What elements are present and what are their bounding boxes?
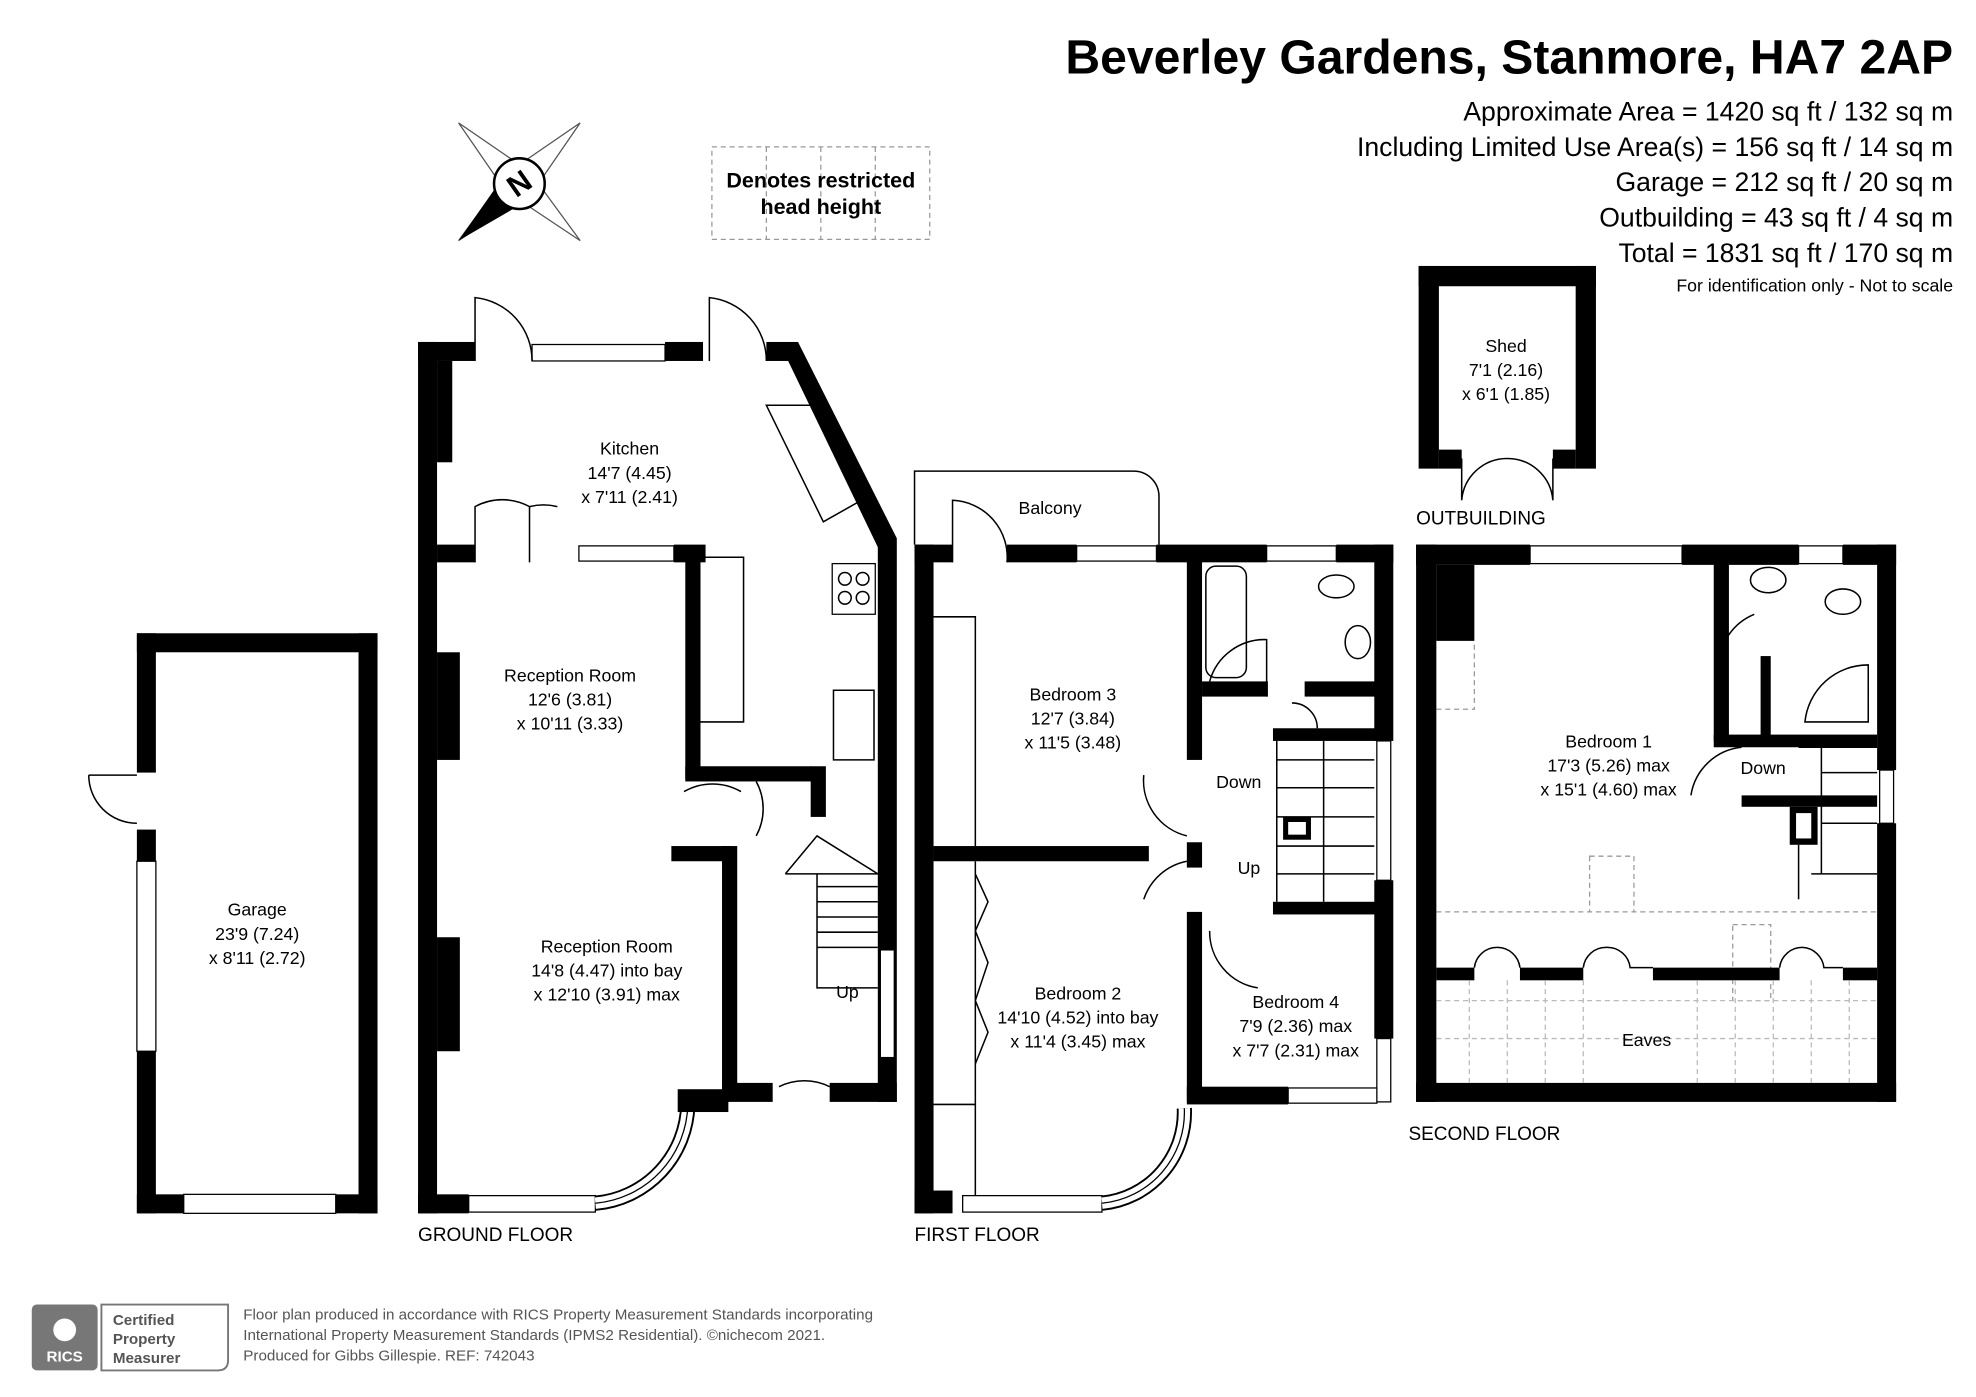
svg-text:x 15'1 (4.60) max: x 15'1 (4.60) max xyxy=(1540,779,1676,799)
second-floor-label: SECOND FLOOR xyxy=(1408,1124,1560,1145)
first-floor-label: FIRST FLOOR xyxy=(915,1225,1040,1246)
svg-text:Shed: Shed xyxy=(1485,336,1526,356)
svg-text:x 11'5 (3.48): x 11'5 (3.48) xyxy=(1025,733,1122,753)
svg-text:23'9 (7.24): 23'9 (7.24) xyxy=(215,924,299,944)
outbuilding-label: OUTBUILDING xyxy=(1416,508,1546,529)
footer-text: Floor plan produced in accordance with R… xyxy=(243,1307,873,1365)
svg-text:x 6'1 (1.85): x 6'1 (1.85) xyxy=(1462,384,1550,404)
svg-text:14'10 (4.52) into bay: 14'10 (4.52) into bay xyxy=(997,1007,1158,1027)
svg-text:x 12'10 (3.91) max: x 12'10 (3.91) max xyxy=(534,985,680,1005)
svg-text:14'8 (4.47) into bay: 14'8 (4.47) into bay xyxy=(531,961,682,981)
outbuilding-plan: Shed 7'1 (2.16) x 6'1 (1.85) OUTBUILDING xyxy=(1416,265,1596,529)
svg-text:Garage: Garage xyxy=(228,900,287,920)
svg-text:Measurer: Measurer xyxy=(113,1350,181,1367)
area-line: Outbuilding = 43 sq ft / 4 sq m xyxy=(1599,203,1953,233)
svg-text:Kitchen: Kitchen xyxy=(600,439,659,459)
garage-plan: Garage 23'9 (7.24) x 8'11 (2.72) xyxy=(87,633,378,1214)
svg-text:x 10'11 (3.33): x 10'11 (3.33) xyxy=(517,714,623,734)
first-floor-plan: Balcony Bedroom 3 12'7 (3.84) x 11'5 (3.… xyxy=(913,470,1394,1246)
svg-text:x 8'11 (2.72): x 8'11 (2.72) xyxy=(209,948,306,968)
svg-text:Bedroom 4: Bedroom 4 xyxy=(1252,992,1339,1012)
property-title: Beverley Gardens, Stanmore, HA7 2AP xyxy=(1065,30,1953,84)
svg-text:Balcony: Balcony xyxy=(1019,498,1082,518)
svg-text:x 7'7 (2.31) max: x 7'7 (2.31) max xyxy=(1233,1040,1360,1060)
svg-text:7'9 (2.36) max: 7'9 (2.36) max xyxy=(1239,1016,1352,1036)
svg-text:Floor plan produced in accorda: Floor plan produced in accordance with R… xyxy=(243,1307,873,1324)
rics-badge: RICS Certified Property Measurer xyxy=(31,1303,230,1372)
area-line: Approximate Area = 1420 sq ft / 132 sq m xyxy=(1463,96,1953,126)
svg-text:12'7 (3.84): 12'7 (3.84) xyxy=(1031,708,1115,728)
svg-text:Certified: Certified xyxy=(113,1312,175,1329)
svg-text:Eaves: Eaves xyxy=(1622,1030,1671,1050)
disclaimer: For identification only - Not to scale xyxy=(1676,275,1953,295)
area-summary: Approximate Area = 1420 sq ft / 132 sq m… xyxy=(1357,96,1953,268)
stairs-down-label: Down xyxy=(1216,772,1261,792)
svg-text:x 7'11 (2.41): x 7'11 (2.41) xyxy=(581,487,678,507)
svg-text:head height: head height xyxy=(760,195,881,219)
stairs-up-label: Up xyxy=(1238,858,1261,878)
svg-text:Property: Property xyxy=(113,1331,176,1348)
area-line: Including Limited Use Area(s) = 156 sq f… xyxy=(1357,132,1953,162)
ground-floor-label: GROUND FLOOR xyxy=(418,1225,573,1246)
svg-text:Produced for Gibbs Gillespie.: Produced for Gibbs Gillespie. REF: 74204… xyxy=(243,1347,534,1364)
svg-text:Reception Room: Reception Room xyxy=(504,665,636,685)
stairs-up-label: Up xyxy=(836,982,859,1002)
svg-text:RICS: RICS xyxy=(47,1349,83,1366)
svg-text:x 11'4 (3.45) max: x 11'4 (3.45) max xyxy=(1010,1031,1145,1051)
svg-text:14'7 (4.45): 14'7 (4.45) xyxy=(587,463,671,483)
svg-text:International Property Measure: International Property Measurement Stand… xyxy=(243,1327,825,1344)
stairs-down-label: Down xyxy=(1740,758,1785,778)
svg-text:17'3 (5.26) max: 17'3 (5.26) max xyxy=(1547,755,1670,775)
area-line: Total = 1831 sq ft / 170 sq m xyxy=(1618,238,1953,268)
svg-text:Denotes restricted: Denotes restricted xyxy=(726,168,915,192)
ground-floor-plan: Kitchen 14'7 (4.45) x 7'11 (2.41) Recept… xyxy=(418,296,897,1246)
svg-text:Bedroom 1: Bedroom 1 xyxy=(1565,731,1652,751)
svg-text:Bedroom 2: Bedroom 2 xyxy=(1035,983,1122,1003)
area-line: Garage = 212 sq ft / 20 sq m xyxy=(1616,167,1954,197)
svg-text:Bedroom 3: Bedroom 3 xyxy=(1030,684,1117,704)
compass-icon: N xyxy=(458,122,581,242)
svg-text:7'1 (2.16): 7'1 (2.16) xyxy=(1469,360,1543,380)
second-floor-plan: Bedroom 1 17'3 (5.26) max x 15'1 (4.60) … xyxy=(1408,544,1897,1145)
svg-text:12'6 (3.81): 12'6 (3.81) xyxy=(528,689,612,709)
restricted-head-height-legend: Denotes restricted head height xyxy=(711,146,931,241)
svg-text:Reception Room: Reception Room xyxy=(541,936,673,956)
